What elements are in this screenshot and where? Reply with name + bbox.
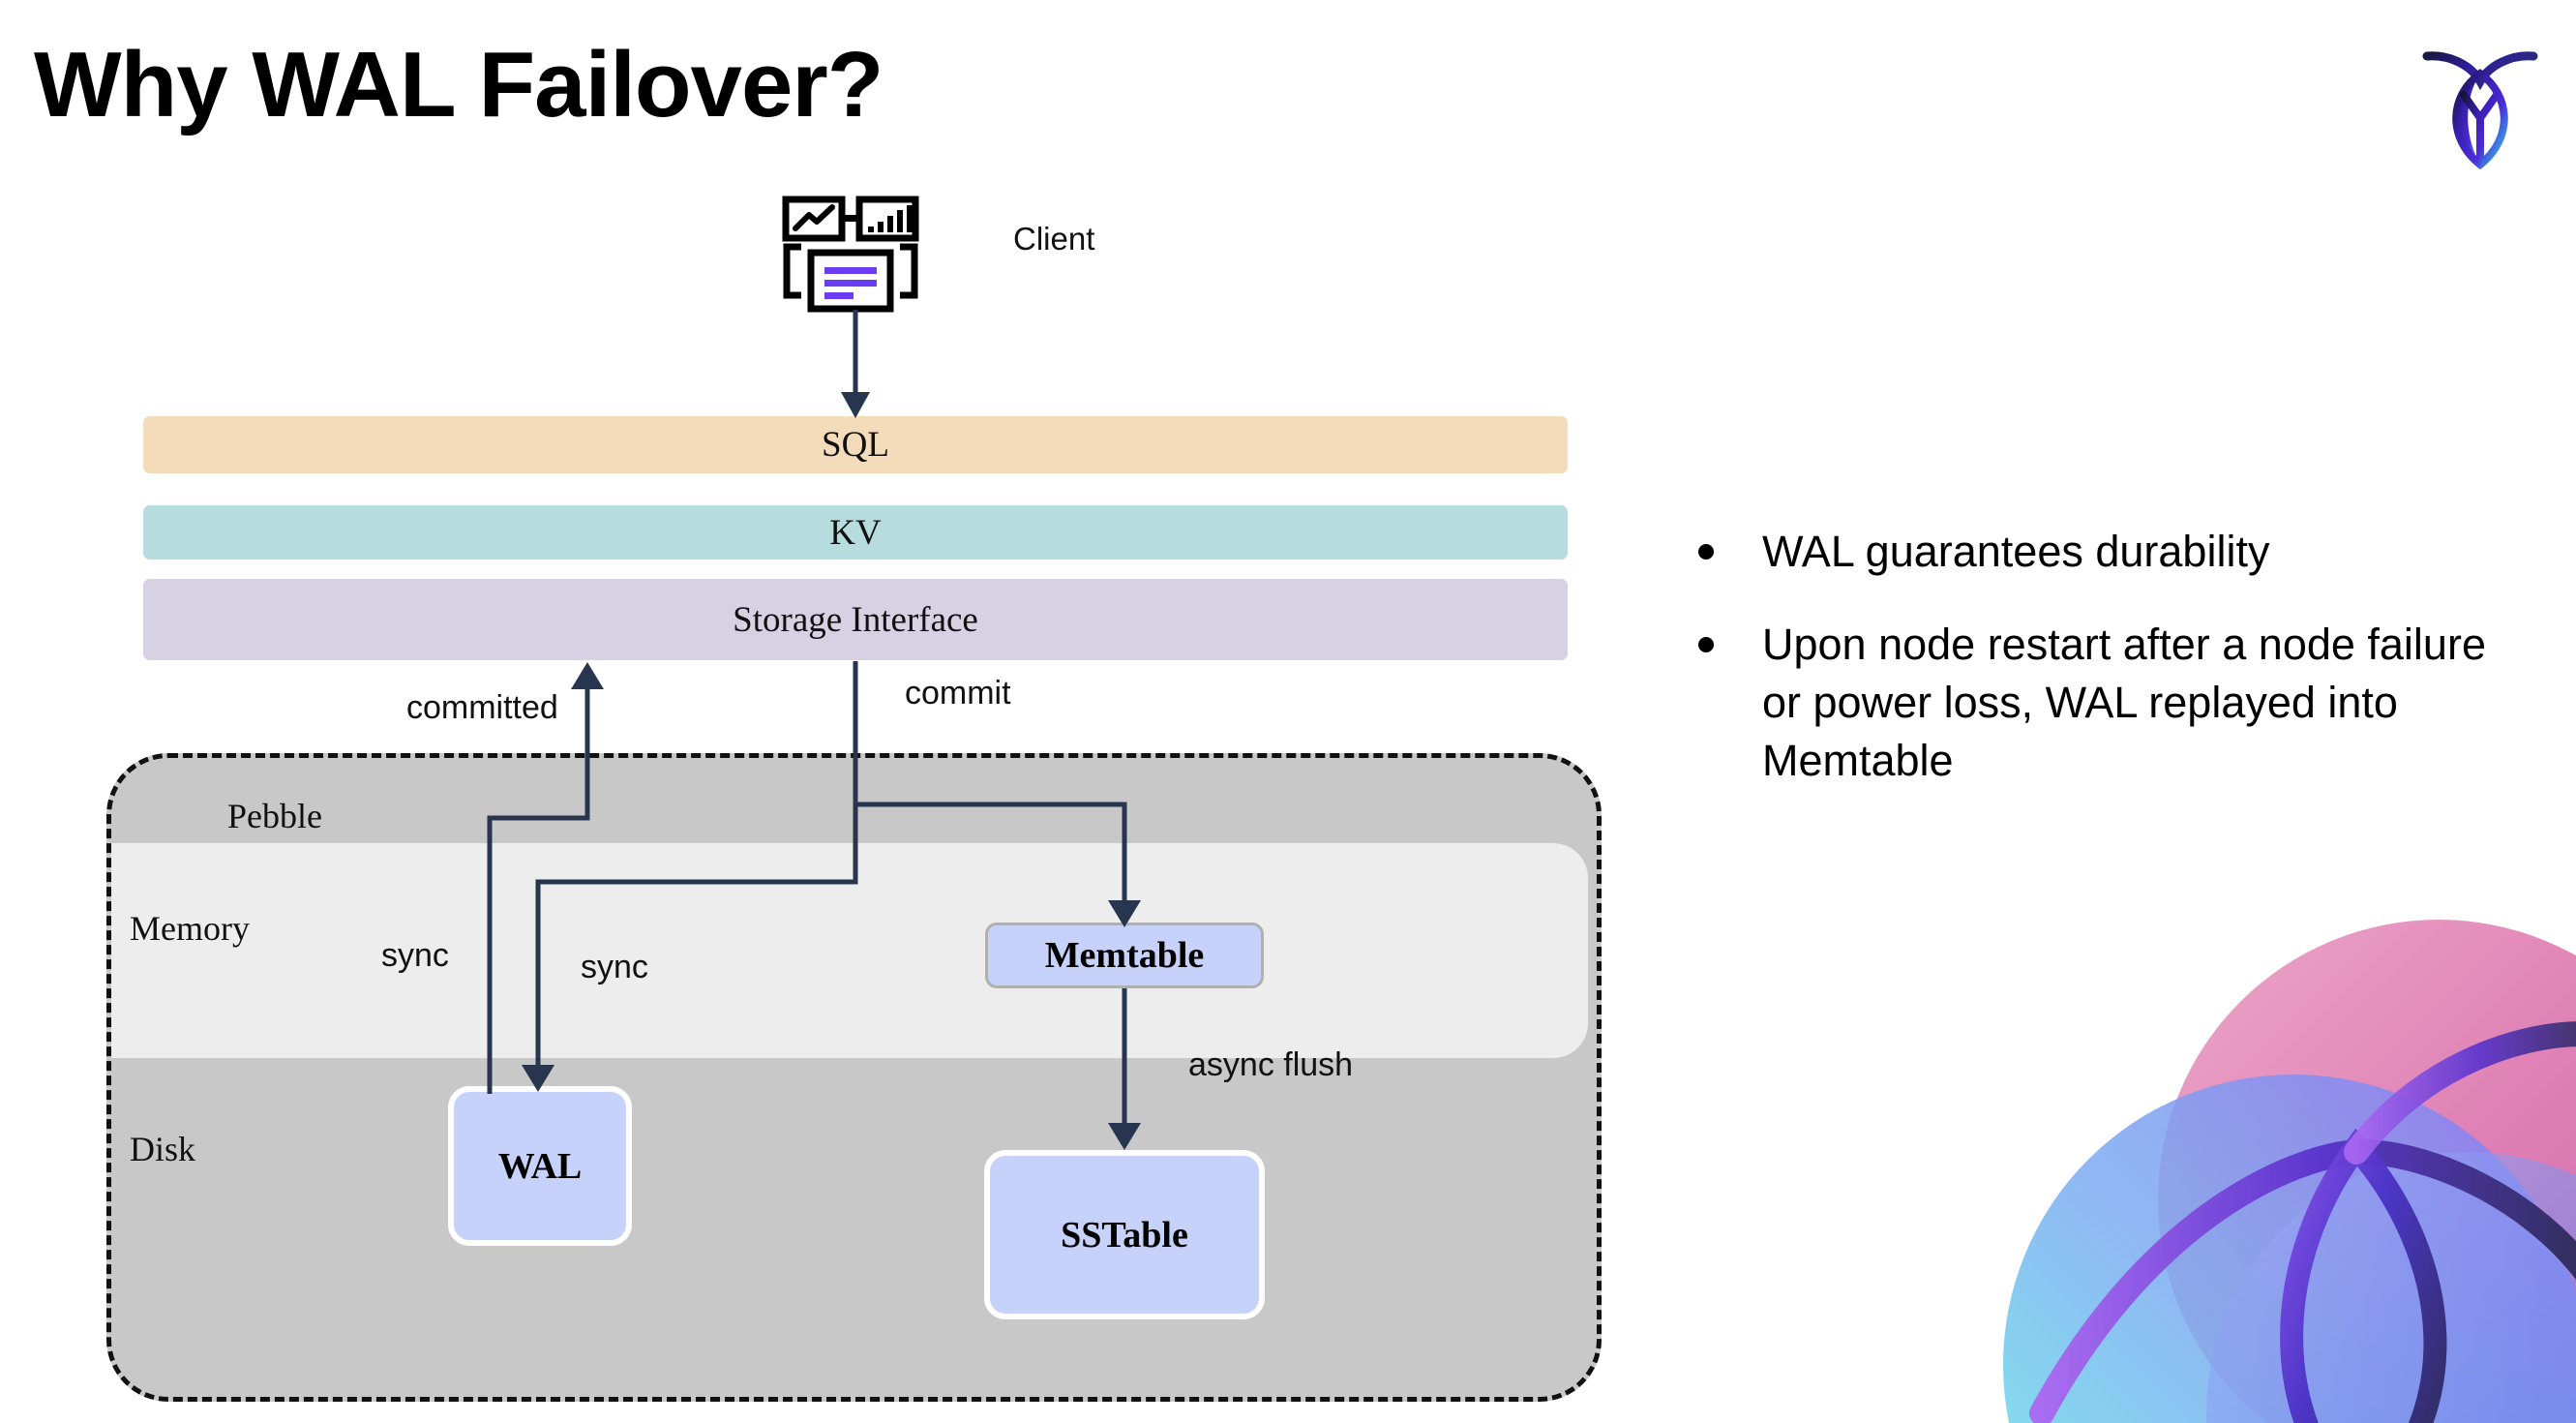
edge-label-committed: committed: [406, 689, 558, 726]
node-wal: WAL: [448, 1086, 632, 1246]
node-memtable: Memtable: [985, 923, 1264, 988]
edge-label-sync-left: sync: [381, 937, 449, 974]
page-title: Why WAL Failover?: [34, 33, 884, 136]
disk-label: Disk: [130, 1130, 196, 1168]
bullet-text: Upon node restart after a node failure o…: [1762, 619, 2486, 785]
memory-region: [111, 843, 1588, 1058]
bullet-text: WAL guarantees durability: [1762, 527, 2270, 576]
client-dashboard-icon: [774, 194, 929, 315]
pebble-container: Pebble Memory Disk: [106, 753, 1602, 1402]
layer-bar-storage: Storage Interface: [143, 579, 1568, 660]
edge-label-async-flush: async flush: [1188, 1046, 1354, 1083]
bullet-dot-icon: [1698, 544, 1714, 560]
layer-label-storage: Storage Interface: [733, 599, 978, 640]
layer-label-kv: KV: [829, 512, 882, 553]
node-sstable: SSTable: [984, 1150, 1265, 1319]
layer-label-sql: SQL: [822, 425, 889, 465]
edge-client-to-sql-head: [841, 392, 870, 418]
layer-bar-kv: KV: [143, 505, 1568, 560]
edge-committed-head: [571, 662, 604, 689]
node-label-memtable: Memtable: [1044, 935, 1205, 976]
cockroachdb-logo-watermark-icon: [1926, 910, 2576, 1423]
node-label-sstable: SSTable: [1061, 1214, 1188, 1256]
bullet-item: Upon node restart after a node failure o…: [1698, 616, 2531, 790]
pebble-label: Pebble: [227, 797, 322, 835]
bullet-item: WAL guarantees durability: [1698, 523, 2531, 581]
memory-label: Memory: [130, 909, 250, 948]
client-label: Client: [1013, 221, 1095, 257]
node-label-wal: WAL: [497, 1145, 583, 1187]
edge-label-sync-right: sync: [581, 949, 648, 985]
bullet-dot-icon: [1698, 636, 1714, 652]
layer-bar-sql: SQL: [143, 416, 1568, 473]
edge-label-commit: commit: [905, 675, 1011, 712]
bullet-list: WAL guarantees durability Upon node rest…: [1698, 523, 2531, 824]
cockroachdb-logo-icon: [2408, 35, 2553, 180]
